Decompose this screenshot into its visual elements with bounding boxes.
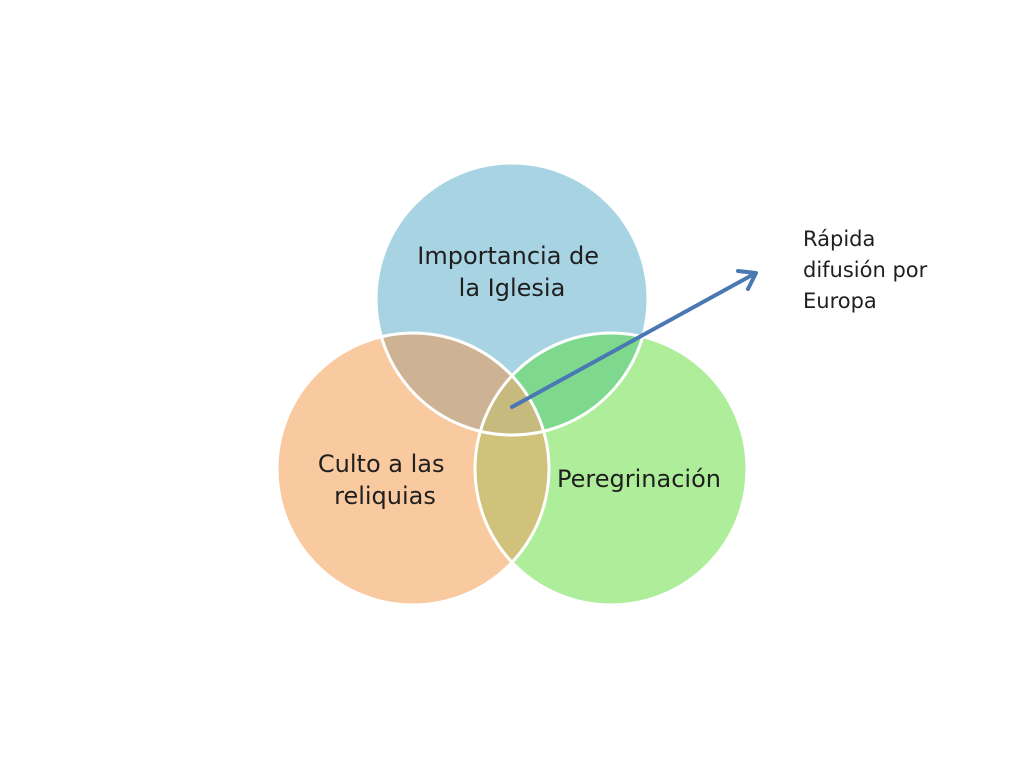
overlap-iglesia-reliquias <box>376 333 549 435</box>
label-culto-reliquias: Culto a las reliquias <box>318 450 452 510</box>
arrow-head <box>736 269 758 291</box>
overlap-iglesia-peregrinacion <box>475 333 648 435</box>
circle-outline-top <box>374 161 650 437</box>
circle-outline-left <box>275 331 551 607</box>
annotation-rapida-difusion: Rápida difusión por Europa <box>803 224 1003 317</box>
annotation-line: Europa <box>803 289 877 313</box>
label-peregrinacion: Peregrinación <box>557 465 721 493</box>
annotation-line: difusión por <box>803 258 928 282</box>
arrow-shaft <box>510 272 756 409</box>
label-importancia-iglesia: Importancia de la Iglesia <box>417 242 606 302</box>
arrow-to-annotation <box>510 269 758 409</box>
annotation-line: Rápida <box>803 227 876 251</box>
circle-outline-right <box>473 331 749 607</box>
